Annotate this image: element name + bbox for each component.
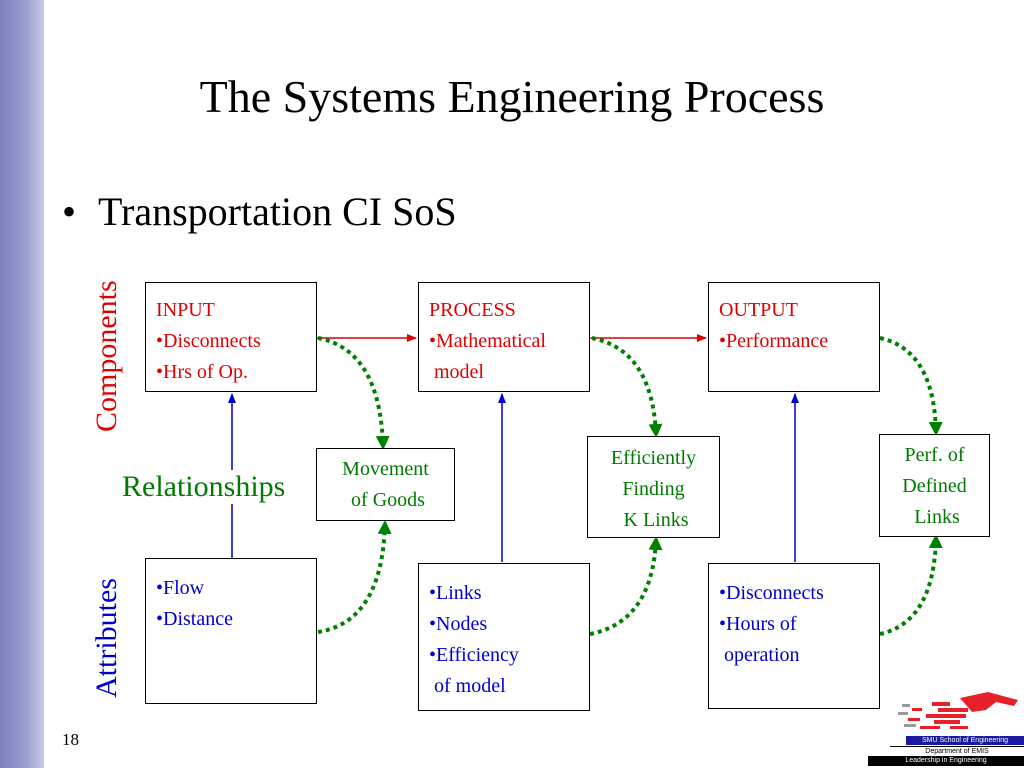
movement-of-goods-box: Movement of Goods	[316, 448, 455, 521]
logo-department-text: Department of EMIS	[890, 746, 1024, 756]
disconnects-to-perf-dotted-arrow	[879, 534, 943, 636]
disconnects-hours-box: •Disconnects •Hours of operation	[708, 563, 880, 709]
attribute-item: •Links	[429, 582, 482, 604]
attribute-item: •Efficiency	[429, 644, 519, 666]
attribute-item: •Disconnects	[719, 582, 824, 604]
flow-to-movement-dotted-arrow	[317, 520, 392, 634]
process-box: PROCESS •Mathematical model	[418, 282, 590, 392]
logo-leadership-band: Leadership in Engineering	[868, 756, 1024, 766]
relationship-line: Movement	[342, 458, 429, 480]
bullet-dot: •	[62, 189, 77, 234]
process-heading: PROCESS	[429, 299, 516, 321]
sidebar-band	[0, 0, 44, 768]
input-box: INPUT •Disconnects •Hrs of Op.	[145, 282, 317, 392]
relationship-line: Links	[909, 506, 960, 528]
page-number: 18	[62, 730, 79, 749]
attribute-item: •Nodes	[429, 613, 488, 635]
input-heading: INPUT	[156, 299, 215, 321]
output-heading: OUTPUT	[719, 299, 798, 321]
relationship-line: K Links	[618, 509, 689, 531]
relationship-line: Defined	[902, 475, 967, 497]
relationship-line: of Goods	[346, 489, 425, 511]
input-to-movement-dotted-arrow	[317, 336, 390, 450]
relationship-line: Efficiently	[610, 447, 697, 469]
smu-logo: SMU School of Engineering Department of …	[868, 688, 1024, 768]
mustang-icon	[898, 692, 1018, 729]
input-item: •Disconnects	[156, 330, 261, 352]
bullet-text: Transportation CI SoS	[98, 189, 457, 234]
attribute-item: •Flow	[156, 577, 205, 599]
relationship-line: Perf. of	[904, 444, 965, 466]
bullet-item: • Transportation CI SoS	[62, 188, 457, 235]
attribute-item: •Hours of	[719, 613, 797, 635]
flow-distance-box: •Flow •Distance	[145, 558, 317, 704]
attribute-item: •Distance	[156, 608, 233, 630]
process-item: model	[429, 361, 484, 383]
links-nodes-box: •Links •Nodes •Efficiency of model	[418, 563, 590, 711]
efficiently-finding-box: Efficiently Finding K Links	[587, 436, 720, 538]
process-item: •Mathematical	[429, 330, 546, 352]
output-box: OUTPUT •Performance	[708, 282, 880, 392]
logo-school-band: SMU School of Engineering	[906, 736, 1024, 745]
output-item: •Performance	[719, 330, 829, 352]
perf-defined-links-box: Perf. of Defined Links	[879, 434, 990, 537]
attribute-item: operation	[719, 644, 800, 666]
links-to-efficiently-dotted-arrow	[589, 536, 663, 636]
slide-title: The Systems Engineering Process	[199, 71, 825, 122]
output-to-perf-dotted-arrow	[879, 336, 943, 436]
input-item: •Hrs of Op.	[156, 361, 248, 383]
process-to-efficiently-dotted-arrow	[591, 336, 663, 438]
attribute-item: of model	[429, 675, 506, 697]
relationships-label: Relationships	[120, 470, 288, 504]
relationship-line: Finding	[622, 478, 685, 500]
